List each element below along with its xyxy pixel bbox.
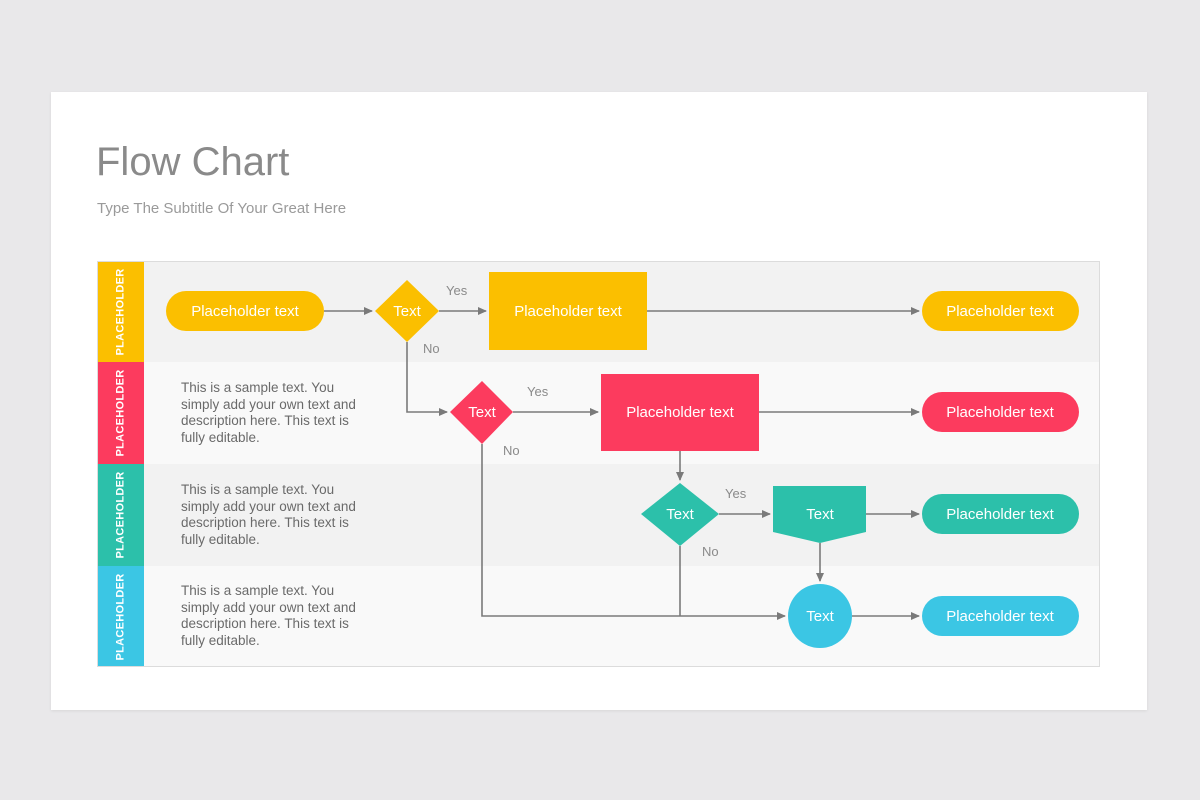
node-end3[interactable]: Placeholder text [922, 494, 1079, 534]
node-offpage3-label: Text [806, 506, 834, 523]
node-process1[interactable]: Placeholder text [489, 272, 647, 350]
lane-4-tab: PLACEHOLDER [97, 566, 144, 667]
lane-3-tab: PLACEHOLDER [97, 464, 144, 566]
edge-label-no2: No [503, 443, 520, 458]
node-decision3[interactable]: Text [641, 483, 719, 546]
node-decision1[interactable]: Text [375, 280, 439, 342]
node-decision1-label: Text [393, 303, 421, 320]
lane-1-tab: PLACEHOLDER [97, 261, 144, 362]
node-end4[interactable]: Placeholder text [922, 596, 1079, 636]
node-end1-label: Placeholder text [946, 303, 1054, 320]
edge-label-yes2: Yes [527, 384, 549, 399]
node-end2[interactable]: Placeholder text [922, 392, 1079, 432]
lane-3-description: This is a sample text. You simply add yo… [181, 482, 356, 547]
node-circle4-label: Text [806, 608, 834, 625]
connectors [324, 307, 920, 620]
edge-labels: Yes No Yes No Yes No [423, 283, 747, 559]
edge-label-yes1: Yes [446, 283, 468, 298]
lane-2-tab: PLACEHOLDER [97, 362, 144, 464]
node-end2-label: Placeholder text [946, 404, 1054, 421]
node-process1-label: Placeholder text [514, 303, 622, 320]
node-offpage3[interactable]: Text [773, 486, 866, 543]
edge-label-yes3: Yes [725, 486, 747, 501]
node-end3-label: Placeholder text [946, 506, 1054, 523]
node-end1[interactable]: Placeholder text [922, 291, 1079, 331]
page-subtitle: Type The Subtitle Of Your Great Here [97, 200, 347, 217]
page-title: Flow Chart [96, 140, 290, 184]
node-decision2-label: Text [468, 404, 496, 421]
node-process2[interactable]: Placeholder text [601, 374, 759, 451]
node-start-label: Placeholder text [191, 303, 299, 320]
node-end4-label: Placeholder text [946, 608, 1054, 625]
edge-label-no3: No [702, 544, 719, 559]
node-decision3-label: Text [666, 506, 694, 523]
node-start[interactable]: Placeholder text [166, 291, 324, 331]
lane-4-description: This is a sample text. You simply add yo… [181, 583, 356, 648]
edge-decision2-circle4 [481, 444, 786, 620]
edge-label-no1: No [423, 341, 440, 356]
node-process2-label: Placeholder text [626, 404, 734, 421]
lane-2-description: This is a sample text. You simply add yo… [181, 380, 356, 445]
edge-decision1-decision2 [406, 342, 448, 416]
node-circle4[interactable]: Text [788, 584, 852, 648]
node-decision2[interactable]: Text [450, 381, 513, 444]
